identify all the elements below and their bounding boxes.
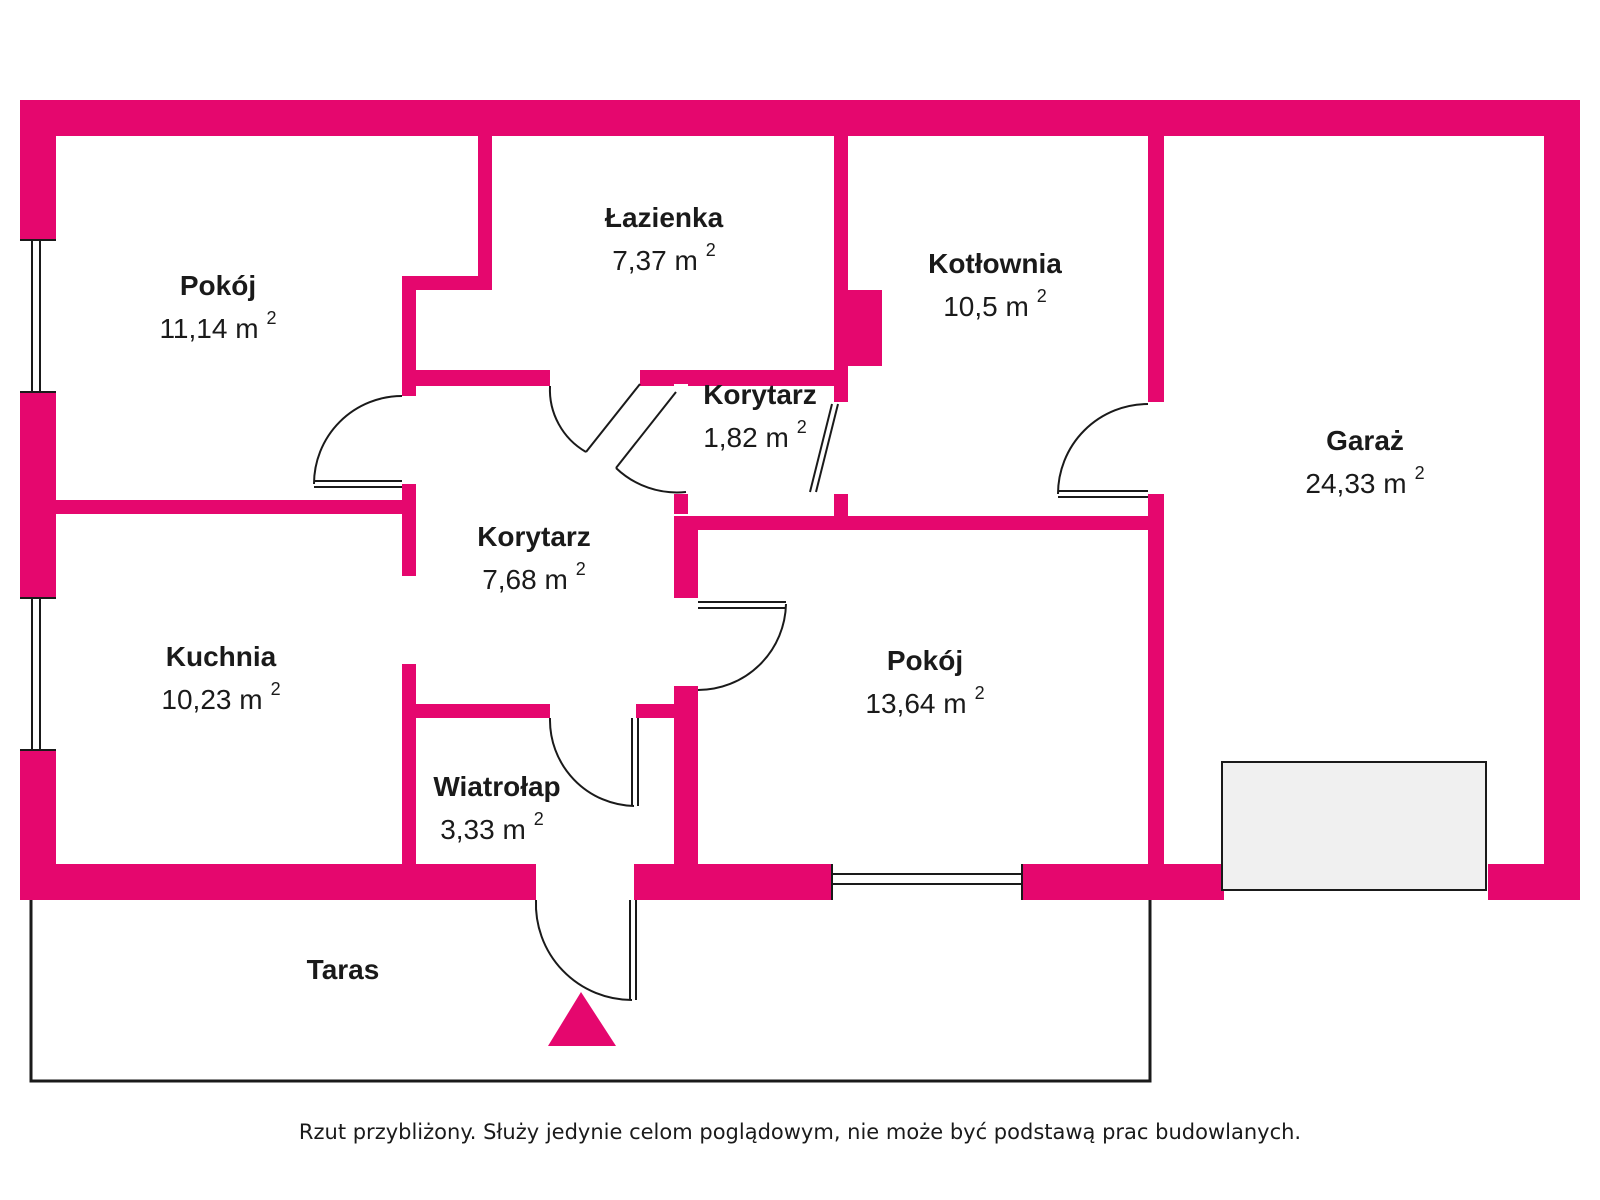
room-name: Kuchnia bbox=[166, 641, 277, 672]
wall bbox=[402, 276, 492, 290]
room-name: Pokój bbox=[180, 270, 256, 301]
room-name: Korytarz bbox=[703, 379, 817, 410]
wall-opening bbox=[674, 598, 698, 686]
door-leaf bbox=[585, 383, 641, 453]
door-swing-arc bbox=[1057, 403, 1149, 495]
room-name: Garaż bbox=[1326, 425, 1404, 456]
plan-details bbox=[20, 239, 1488, 1083]
room-name: Pokój bbox=[887, 645, 963, 676]
door-leaf bbox=[815, 403, 839, 493]
wall bbox=[834, 290, 882, 366]
entrance-triangle-icon bbox=[548, 992, 616, 1046]
wall bbox=[674, 516, 1164, 530]
door-swing-arc bbox=[534, 899, 633, 1002]
wall bbox=[56, 500, 416, 514]
room-name: Korytarz bbox=[477, 521, 591, 552]
garage-cabinet bbox=[1221, 761, 1487, 891]
wall-opening bbox=[832, 1000, 1022, 1036]
door-swing-arc bbox=[313, 395, 403, 485]
door-swing-arc bbox=[548, 385, 587, 453]
wall-opening bbox=[834, 402, 848, 494]
door-swing-arc bbox=[548, 717, 635, 807]
room-name: Łazienka bbox=[605, 202, 724, 233]
wall-opening bbox=[536, 864, 634, 900]
room-name: Wiatrołap bbox=[433, 771, 560, 802]
wall-opening bbox=[550, 704, 636, 718]
wall bbox=[20, 100, 56, 900]
wall-opening bbox=[832, 864, 1022, 900]
room-name: Kotłownia bbox=[928, 248, 1062, 279]
wall-opening bbox=[402, 396, 416, 484]
wall-opening bbox=[1148, 402, 1164, 494]
door-leaf bbox=[809, 403, 833, 493]
wall bbox=[478, 136, 492, 276]
wall bbox=[674, 516, 698, 864]
disclaimer-text: Rzut przybliżony. Służy jedynie celom po… bbox=[298, 1120, 1302, 1144]
terrace-outline bbox=[29, 900, 1152, 1083]
wall-opening bbox=[20, 598, 56, 750]
taras-label: Taras bbox=[307, 954, 380, 985]
door-swing-arc bbox=[615, 467, 687, 494]
door-swing-arc bbox=[697, 603, 787, 691]
wall bbox=[20, 100, 1580, 136]
wall bbox=[402, 664, 416, 864]
wall-opening bbox=[550, 370, 640, 386]
wall bbox=[402, 704, 690, 718]
wall-opening bbox=[20, 240, 56, 392]
wall bbox=[1544, 100, 1580, 900]
door-leaf bbox=[615, 391, 677, 469]
wall-opening bbox=[674, 384, 688, 494]
wall bbox=[1148, 136, 1164, 864]
